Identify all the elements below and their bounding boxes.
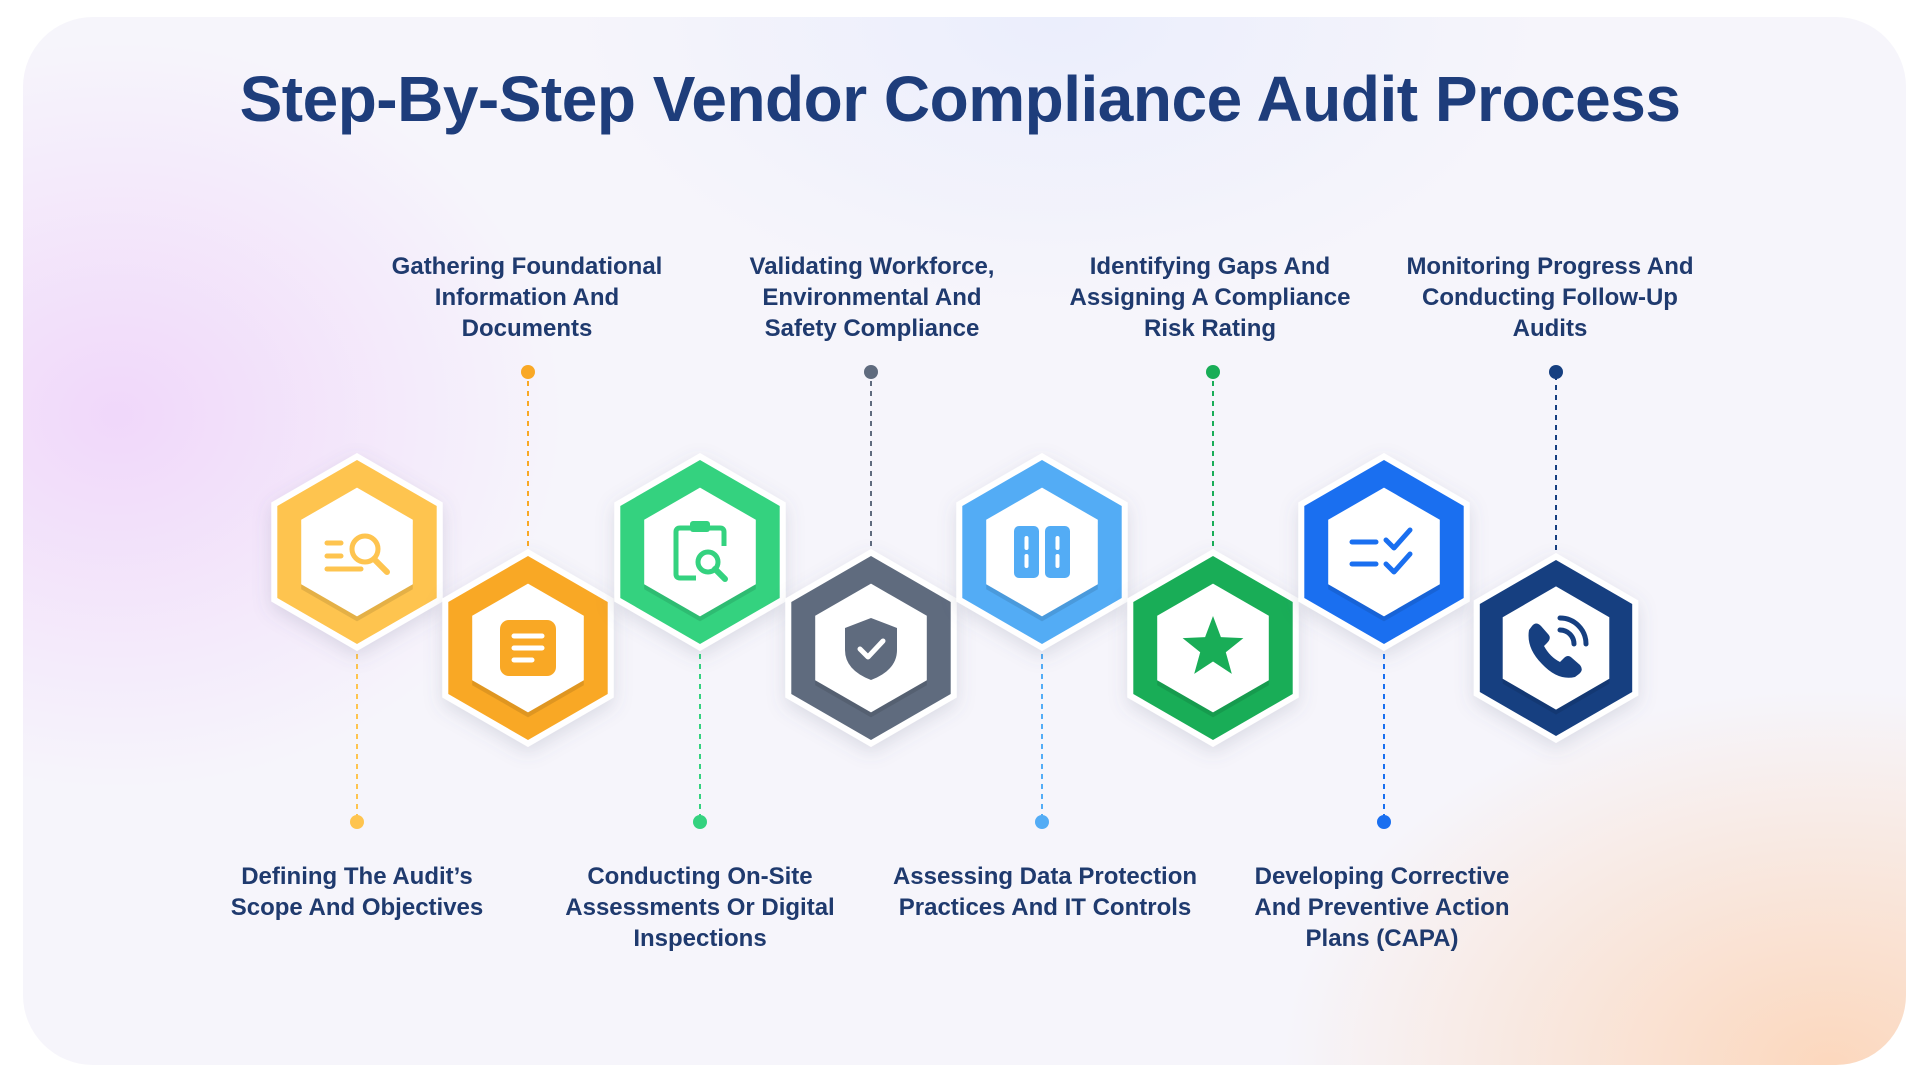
step-1-dot [350,815,364,829]
step-8-hexagon [1473,553,1639,743]
step-1-label: Defining The Audit’s Scope And Objective… [230,863,484,921]
step-6-connector [1206,365,1220,576]
step-4-hexagon [785,549,957,747]
step-4-label: Validating Workforce, Environmental And … [749,253,995,342]
search-list-icon [324,533,390,575]
step-8-label: Monitoring Progress And Conducting Follo… [1406,253,1694,342]
step-1-connector [350,624,364,829]
phone-call-icon [1528,615,1589,678]
step-5-hexagon [956,453,1128,651]
step-3-label: Conducting On-Site Assessments Or Digita… [565,863,835,952]
step-4-connector [864,365,878,576]
hexagon-layer [271,453,1639,747]
step-5-label: Assessing Data Protection Practices And … [892,863,1198,921]
clipboard-search-icon [673,521,728,582]
step-2-label: Gathering Foundational Information And D… [391,253,663,342]
step-4-dot [864,365,878,379]
step-3-hexagon [614,453,786,651]
document-icon [500,620,556,676]
step-3-dot [693,815,707,829]
step-6-dot [1206,365,1220,379]
step-6-hexagon [1127,549,1299,747]
step-6-label: Identifying Gaps And Assigning A Complia… [1069,253,1351,342]
step-7-dot [1377,815,1391,829]
step-8-connector [1549,365,1563,580]
step-3-connector [693,624,707,829]
page-title: Step-By-Step Vendor Compliance Audit Pro… [239,63,1681,135]
step-8-dot [1549,365,1563,379]
connector-layer [350,365,1563,829]
step-2-hexagon [442,549,614,747]
server-icon [1014,526,1070,578]
step-2-dot [521,365,535,379]
checklist-icon [1349,527,1413,575]
star-icon [1182,616,1244,674]
step-1-hexagon [271,453,443,651]
step-7-hexagon [1298,453,1470,651]
step-5-connector [1035,624,1049,829]
step-7-label: Developing Corrective And Preventive Act… [1254,863,1510,952]
step-2-connector [521,365,535,576]
step-7-connector [1377,624,1391,829]
step-5-dot [1035,815,1049,829]
shield-check-icon [845,618,897,680]
